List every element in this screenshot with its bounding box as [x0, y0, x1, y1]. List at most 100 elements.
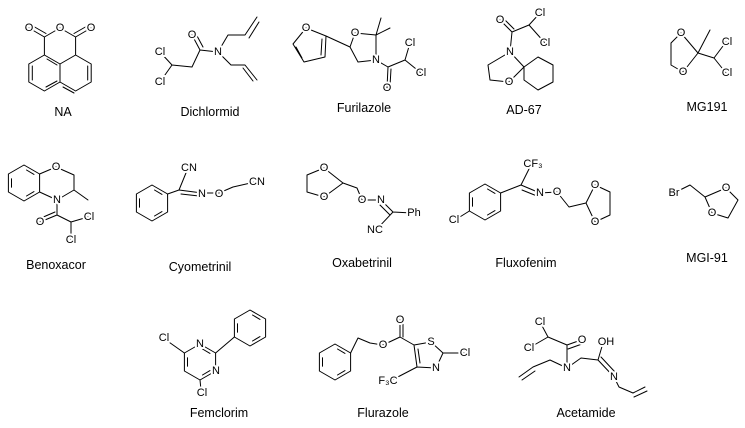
atom-label: N	[377, 194, 385, 206]
atom-label: O	[591, 216, 600, 228]
benzene-ring	[468, 183, 502, 221]
compound-name: Dichlormid	[180, 105, 239, 119]
bonds	[165, 336, 235, 391]
atom-label: O	[578, 334, 587, 346]
compound-name: Benoxacor	[26, 258, 86, 272]
atom-label: O	[677, 27, 686, 39]
bonds	[306, 167, 413, 231]
atom-label: N	[536, 187, 544, 199]
atom-label: O	[320, 191, 329, 203]
atom-label: O	[351, 27, 360, 39]
bonds	[39, 166, 89, 241]
atom-label: O	[496, 14, 505, 26]
atom-label: Cl	[84, 211, 94, 223]
atom-label: Cl	[449, 214, 459, 226]
structure-ad-67: O Cl Cl N O AD-67	[487, 5, 554, 117]
benzene-ring	[233, 309, 267, 347]
compound-name: Acetamide	[556, 406, 615, 420]
atom-label: CF₃	[523, 158, 542, 170]
atom-label: Cl	[155, 76, 165, 88]
atom-label: N	[214, 46, 222, 58]
structure-femclorim: Cl N N Cl Femclorim	[157, 309, 267, 420]
atom-label: O	[505, 76, 514, 88]
atom-label: O	[25, 22, 34, 34]
bonds	[159, 16, 260, 83]
atom-label: N	[432, 362, 440, 374]
bonds	[487, 12, 554, 91]
atom-label: N	[563, 362, 571, 374]
atom-label: CN	[249, 176, 265, 188]
structure-acetamide: Cl Cl O N OH N Acetamide	[518, 314, 648, 420]
atom-label: O	[358, 194, 367, 206]
compound-name: Flurazole	[357, 406, 408, 420]
atom-label: N	[212, 365, 220, 377]
structure-flurazole: O O S Cl N F₃C Flurazole	[318, 312, 472, 420]
atom-label: Cl	[460, 347, 470, 359]
structure-benoxacor: O N O Cl Cl Benoxacor	[7, 159, 96, 272]
atom-label: Cl	[535, 316, 545, 328]
atom-label: Cl	[66, 234, 76, 246]
atom-label: O	[591, 179, 600, 191]
compound-name: Fluxofenim	[495, 256, 556, 270]
atom-label: O	[302, 22, 311, 34]
bonds	[350, 319, 465, 381]
atom-label: O	[87, 22, 96, 34]
atom-label: N	[372, 54, 380, 66]
atom-label: Cl	[722, 67, 732, 79]
atom-label: S	[427, 336, 434, 348]
atom-label: O	[56, 22, 65, 34]
atom-label: NC	[367, 224, 383, 236]
compound-name: MG191	[687, 100, 728, 114]
benzene-ring	[135, 184, 169, 222]
atom-label: O	[320, 162, 329, 174]
atom-label: Cl	[416, 67, 426, 79]
benzene-ring	[7, 164, 41, 202]
atom-label: Cl	[524, 342, 534, 354]
compound-name: Cyometrinil	[169, 260, 232, 274]
compound-name: Furilazole	[337, 101, 391, 115]
compound-name: Oxabetrinil	[332, 256, 392, 270]
atom-label: O	[553, 186, 562, 198]
atom-label: O	[708, 207, 717, 219]
atom-label: Cl	[540, 37, 550, 49]
atom-label: Ph	[407, 207, 420, 219]
structure-cyometrinil: CN N O CN Cyometrinil	[135, 160, 267, 274]
atom-label: O	[52, 161, 61, 173]
atom-label: F₃C	[378, 375, 397, 387]
bonds	[673, 184, 739, 219]
structure-oxabetrinil: O O O N Ph NC Oxabetrinil	[306, 160, 423, 270]
compound-name: Femclorim	[190, 406, 248, 420]
atom-label: O	[722, 182, 731, 194]
benzene-ring	[318, 343, 352, 381]
atom-label: N	[196, 338, 204, 350]
atom-label: Cl	[155, 46, 165, 58]
structure-mg191: O O Cl Cl MG191	[670, 25, 734, 114]
atom-label: CN	[181, 162, 197, 174]
atom-label: Cl	[535, 7, 545, 19]
atom-label: O	[379, 339, 388, 351]
atom-label: Br	[669, 187, 680, 199]
bonds	[454, 164, 611, 223]
compound-name: NA	[54, 105, 72, 119]
atom-label: OH	[598, 336, 615, 348]
atom-label: N	[198, 188, 206, 200]
bonds	[670, 29, 727, 74]
compound-name: AD-67	[506, 103, 541, 117]
atom-label: Cl	[197, 387, 207, 399]
structure-dichlormid: Cl Cl O N Dichlormid	[153, 16, 260, 119]
atom-label: O	[215, 188, 224, 200]
atom-label: N	[53, 194, 61, 206]
compound-name: MGI-91	[686, 251, 728, 265]
atom-label: O	[679, 66, 688, 78]
atom-label: O	[188, 29, 197, 41]
atom-label: Cl	[722, 36, 732, 48]
bonds	[167, 167, 256, 197]
structure-fluxofenim: CF₃ N O Cl O O Fluxofenim	[447, 156, 611, 270]
atom-label: Cl	[405, 37, 415, 49]
atom-label: O	[36, 216, 45, 228]
bonds	[518, 321, 648, 398]
atom-label: O	[396, 314, 405, 326]
atom-label: O	[383, 82, 392, 94]
bonds	[28, 25, 92, 94]
